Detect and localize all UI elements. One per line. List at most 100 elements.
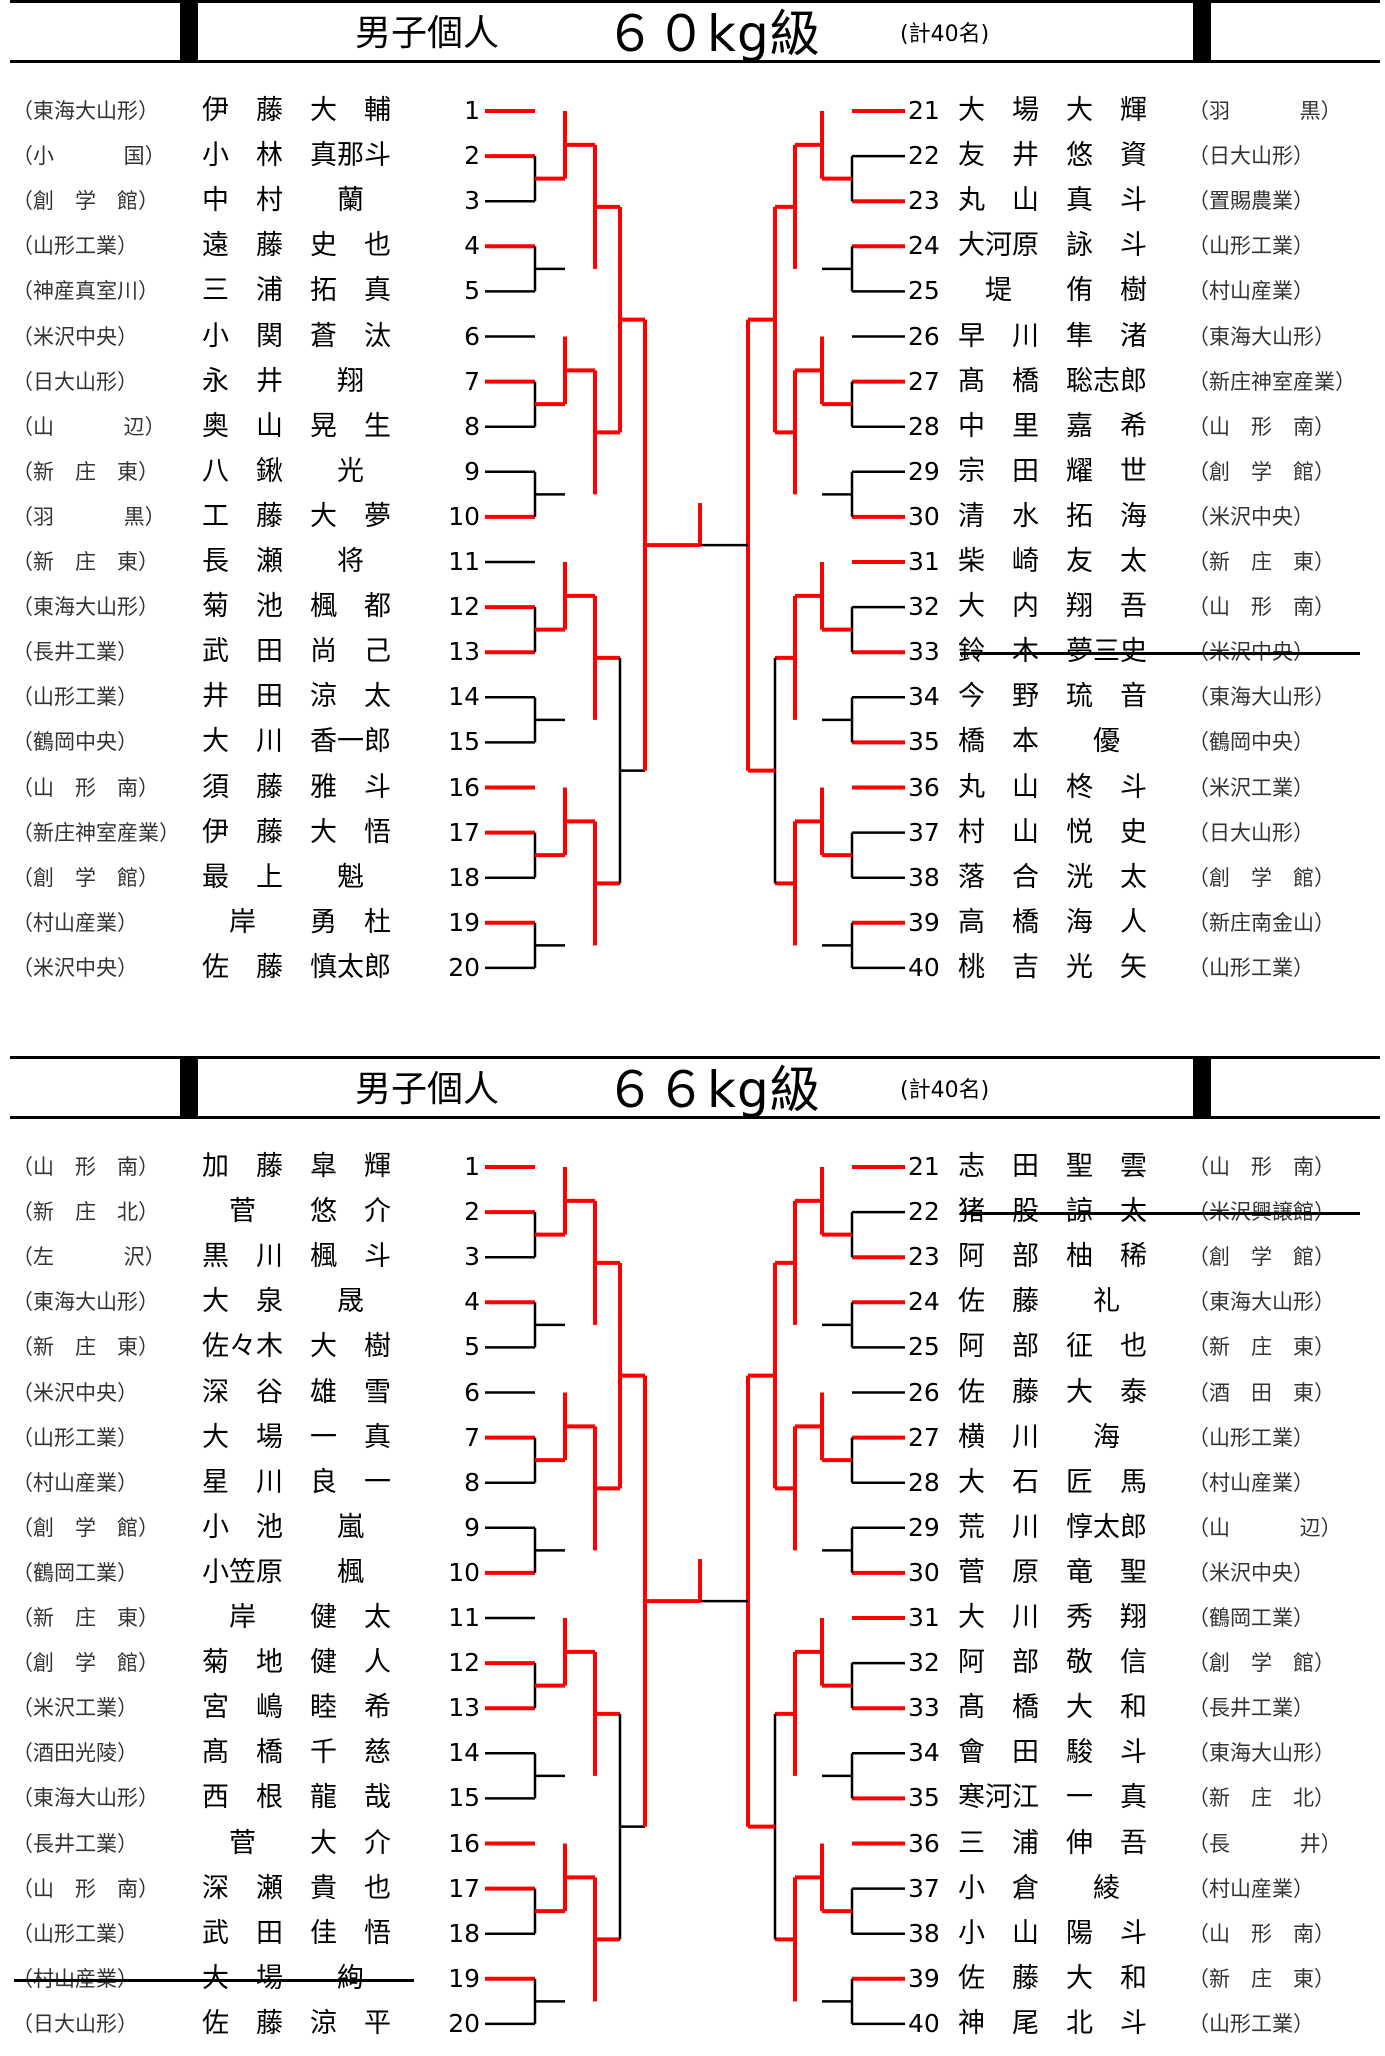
right-entry-name: 横 川 海 [958, 1421, 1120, 1453]
right-entry-name: 菅 原 竜 聖 [958, 1556, 1147, 1588]
left-entry-number: 10 [448, 501, 480, 531]
left-entry-team: （創 学 館） [12, 865, 159, 890]
left-entry-name: 永 井 翔 [202, 365, 364, 397]
right-entry-name: 高 橋 海 人 [958, 906, 1147, 938]
right-entry-number: 24 [908, 231, 940, 261]
right-entry-team: （米沢中央） [1188, 504, 1314, 529]
right-entry-number: 24 [908, 1287, 940, 1317]
left-entry-team: （創 学 館） [12, 189, 159, 214]
left-entry-team: （日大山形） [12, 369, 138, 394]
right-entry-name: 宗 田 耀 世 [958, 455, 1147, 487]
right-entry-name: 荒 川 惇太郎 [958, 1511, 1147, 1543]
left-entry-name: 菊 池 楓 都 [202, 591, 391, 623]
left-entry-name: 髙 橋 千 慈 [202, 1737, 391, 1769]
right-entry-team: （新 庄 東） [1188, 1335, 1335, 1360]
right-entry-team: （村山産業） [1188, 1876, 1314, 1901]
left-entry-number: 3 [464, 186, 480, 216]
right-entry-name: 大 石 匠 馬 [958, 1466, 1147, 1498]
left-entry-team: （新 庄 東） [12, 550, 159, 574]
left-entry-team: （酒田光陵） [12, 1741, 138, 1766]
left-entry-name: 小 関 蒼 汰 [202, 320, 391, 352]
right-entry-name: 落 合 洸 太 [958, 861, 1147, 893]
entrant-count: (計40名) [900, 22, 990, 47]
right-entry-name: 大 川 秀 翔 [958, 1602, 1147, 1633]
right-entry-name: 丸 山 真 斗 [958, 185, 1147, 217]
left-entry-team: （新 庄 東） [12, 1606, 159, 1630]
left-entry-number: 6 [464, 321, 480, 351]
left-entry-team: （左 沢） [12, 1245, 166, 1270]
right-entry-name: 寒河江 一 真 [958, 1782, 1147, 1814]
weight-class: ６６kg級 [605, 1061, 821, 1119]
left-entry-team: （米沢工業） [12, 1696, 138, 1721]
left-entry-team: （新 庄 北） [12, 1200, 159, 1225]
right-entry-name: 今 野 琉 音 [958, 681, 1147, 713]
right-entry-name: 大 場 大 輝 [958, 95, 1147, 126]
right-entry-team: （東海大山形） [1188, 685, 1335, 710]
right-entry-number: 32 [908, 1648, 940, 1678]
left-entry-name: 佐 藤 涼 平 [202, 2007, 391, 2039]
right-entry-name: 鈴 木 夢三史 [958, 636, 1147, 668]
left-entry-team: （神産真室川） [12, 279, 159, 304]
top-rule [10, 0, 1380, 3]
left-entry-team: （米沢中央） [12, 1380, 138, 1405]
right-entry-team: （山 形 南） [1188, 1155, 1335, 1179]
left-entry-name: 須 藤 雅 斗 [202, 771, 391, 803]
left-entry-team: （山形工業） [12, 1921, 138, 1946]
left-entry-number: 14 [448, 1738, 480, 1768]
right-entry-number: 27 [908, 366, 940, 396]
left-entry-number: 5 [464, 1332, 480, 1362]
right-entry-team: （山形工業） [1188, 1425, 1314, 1450]
right-entry-name: 阿 部 柚 稀 [958, 1241, 1147, 1273]
left-entry-number: 9 [464, 456, 480, 486]
header-block-right [1193, 1056, 1211, 1118]
left-entry-number: 12 [448, 592, 480, 622]
right-entry-number: 40 [908, 952, 940, 982]
right-entry-number: 27 [908, 1422, 940, 1452]
right-entry-number: 26 [908, 1377, 940, 1407]
left-entry-team: （山 辺） [12, 414, 166, 439]
right-entry-number: 37 [908, 1873, 940, 1903]
left-entry-team: （羽 黒） [12, 504, 166, 529]
right-entry-number: 21 [908, 96, 940, 125]
left-entry-team: （米沢中央） [12, 324, 138, 349]
right-entry-team: （新庄神室産業） [1188, 369, 1356, 394]
left-entry-name: 大 泉 晟 [202, 1286, 364, 1318]
right-entry-name: 阿 部 敬 信 [958, 1647, 1147, 1679]
right-entry-number: 33 [908, 1693, 940, 1723]
header-block-left [180, 0, 198, 62]
left-entry-name: 加 藤 皐 輝 [202, 1151, 391, 1182]
right-entry-number: 30 [908, 501, 940, 531]
right-entry-team: （新 庄 東） [1188, 550, 1335, 574]
left-entry-name: 小 林 真那斗 [202, 140, 391, 172]
right-entry-number: 39 [908, 1963, 940, 1993]
right-entry-number: 29 [908, 1512, 940, 1542]
left-entry-number: 7 [464, 366, 480, 396]
right-entry-number: 31 [908, 1603, 940, 1632]
right-entry-number: 35 [908, 1783, 940, 1813]
right-entry-team: （日大山形） [1188, 144, 1314, 169]
left-entry-name: 八 鍬 光 [202, 455, 364, 487]
right-entry-team: （村山産業） [1188, 279, 1314, 304]
right-entry-team: （創 学 館） [1188, 459, 1335, 484]
right-entry-team: （山形工業） [1188, 955, 1314, 980]
left-entry-number: 5 [464, 276, 480, 306]
left-entry-name: 小笠原 楓 [202, 1556, 364, 1588]
left-entry-name: 長 瀬 将 [202, 546, 364, 577]
left-entry-team: （米沢中央） [12, 955, 138, 980]
right-entry-team: （山 形 南） [1188, 1921, 1335, 1946]
right-entry-name: 清 水 拓 海 [958, 500, 1147, 532]
right-entry-name: 中 里 嘉 希 [958, 410, 1147, 442]
left-entry-number: 1 [464, 1152, 480, 1181]
right-entry-team: （長 井） [1188, 1831, 1342, 1856]
right-entry-name: 堤 侑 樹 [958, 275, 1147, 307]
left-entry-number: 15 [448, 727, 480, 757]
right-entry-name: 桃 吉 光 矢 [958, 951, 1147, 983]
left-entry-name: 岸 健 太 [202, 1602, 391, 1633]
left-entry-team: （村山産業） [12, 1470, 138, 1495]
right-entry-team: （山 形 南） [1188, 414, 1335, 439]
right-entry-team: （新庄南金山） [1188, 910, 1335, 935]
left-entry-number: 17 [448, 1873, 480, 1903]
right-entry-number: 31 [908, 547, 940, 576]
left-entry-name: 星 川 良 一 [202, 1466, 391, 1498]
